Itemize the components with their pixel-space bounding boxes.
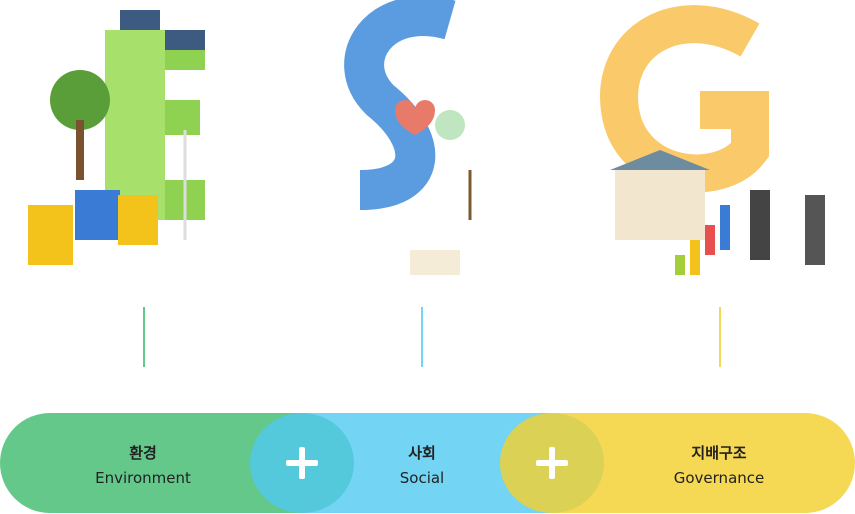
- governance-illustration: [600, 5, 825, 275]
- social-label-ko: 사회: [408, 444, 436, 462]
- plus-icon: [536, 447, 568, 479]
- divider-social: [421, 307, 423, 367]
- governance-label-en: Governance: [673, 469, 765, 487]
- environment-label: 환경 Environment: [43, 442, 243, 487]
- governance-label: 지배구조 Governance: [619, 442, 819, 487]
- divider-environment: [143, 307, 145, 367]
- social-illustration: [344, 0, 472, 275]
- social-label-en: Social: [399, 469, 445, 487]
- overlap-circle-1: [250, 413, 354, 513]
- overlap-circle-2: [500, 413, 604, 513]
- environment-label-ko: 환경: [129, 444, 157, 462]
- divider-governance: [719, 307, 721, 367]
- environment-illustration: [28, 10, 205, 265]
- environment-label-en: Environment: [95, 469, 191, 487]
- plus-icon: [286, 447, 318, 479]
- social-label: 사회 Social: [322, 442, 522, 487]
- governance-label-ko: 지배구조: [691, 444, 747, 462]
